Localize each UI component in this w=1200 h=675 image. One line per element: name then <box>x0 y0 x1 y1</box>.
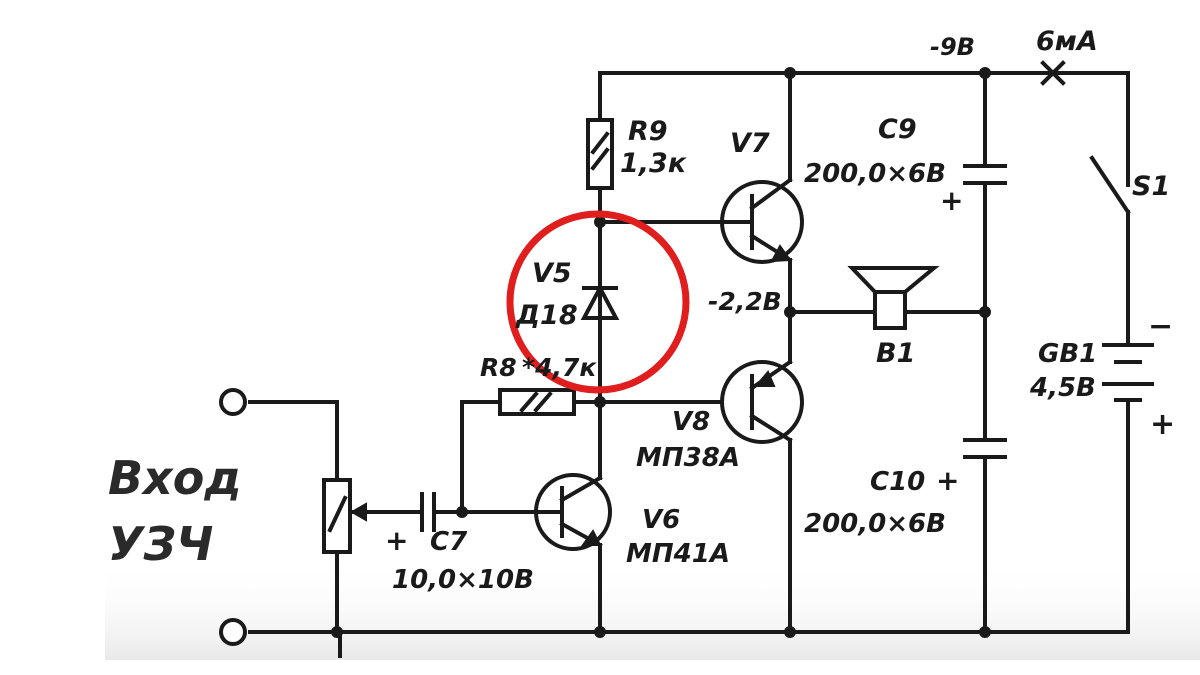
v6-value: МП41А <box>626 539 730 569</box>
resistor-r8 <box>498 388 576 416</box>
s1-ref: S1 <box>1132 171 1170 202</box>
input-label-line1: Вход <box>108 451 242 505</box>
scan-shadow <box>105 560 1200 660</box>
transistor-v6 <box>534 473 612 551</box>
v7-ref: V7 <box>730 128 770 159</box>
current-label: 6мА <box>1036 26 1098 57</box>
capacitor-c10 <box>963 438 1007 459</box>
ammeter-break-mark <box>1040 60 1066 86</box>
r9-ref: R9 <box>628 116 668 147</box>
capacitor-c9 <box>963 164 1007 185</box>
v5-value: Д18 <box>515 300 578 331</box>
speaker-b1 <box>847 266 940 330</box>
gb1-ref: GB1 <box>1038 339 1097 369</box>
battery-gb1 <box>1102 343 1154 402</box>
r8-value: *4,7к <box>522 353 597 382</box>
gb1-value: 4,5В <box>1029 373 1096 403</box>
diode-v5 <box>580 281 620 327</box>
r8-ref: R8 <box>480 353 517 382</box>
r9-value: 1,3к <box>620 148 687 179</box>
midpoint-voltage-label: -2,2В <box>708 287 782 316</box>
battery-minus: − <box>1148 309 1173 344</box>
volume-potentiometer <box>322 478 394 554</box>
v5-ref: V5 <box>532 258 572 289</box>
c10-ref: C10 <box>870 467 925 497</box>
v8-ref: V8 <box>672 407 710 437</box>
c9-plus: + <box>940 184 963 217</box>
c10-value: 200,0×6В <box>804 509 946 539</box>
resistor-r9 <box>586 118 614 190</box>
highlight-circle <box>506 210 690 394</box>
c7-ref: C7 <box>430 527 468 557</box>
input-terminal-top <box>219 388 247 416</box>
v6-ref: V6 <box>642 505 680 535</box>
b1-ref: B1 <box>876 338 915 369</box>
v8-value: МП38А <box>636 443 740 473</box>
junctions <box>331 67 991 638</box>
input-terminal-bottom <box>219 618 247 646</box>
c9-ref: C9 <box>878 114 917 145</box>
transistor-v7 <box>718 177 804 264</box>
c7-value: 10,0×10В <box>392 565 534 595</box>
input-label-line2: УЗЧ <box>108 517 213 571</box>
c7-plus: + <box>385 524 408 557</box>
supply-voltage-label: -9В <box>930 33 975 61</box>
c9-value: 200,0×6В <box>804 159 946 189</box>
switch-s1 <box>1089 155 1131 215</box>
battery-plus: + <box>1150 407 1175 442</box>
capacitor-c7 <box>420 492 436 532</box>
c10-plus: + <box>936 464 959 497</box>
wires <box>248 71 1130 658</box>
labels: Вход УЗЧ R9 1,3к V7 V5 Д18 R8 *4,7к V8 М… <box>108 26 1175 595</box>
transistor-v8 <box>720 359 804 444</box>
